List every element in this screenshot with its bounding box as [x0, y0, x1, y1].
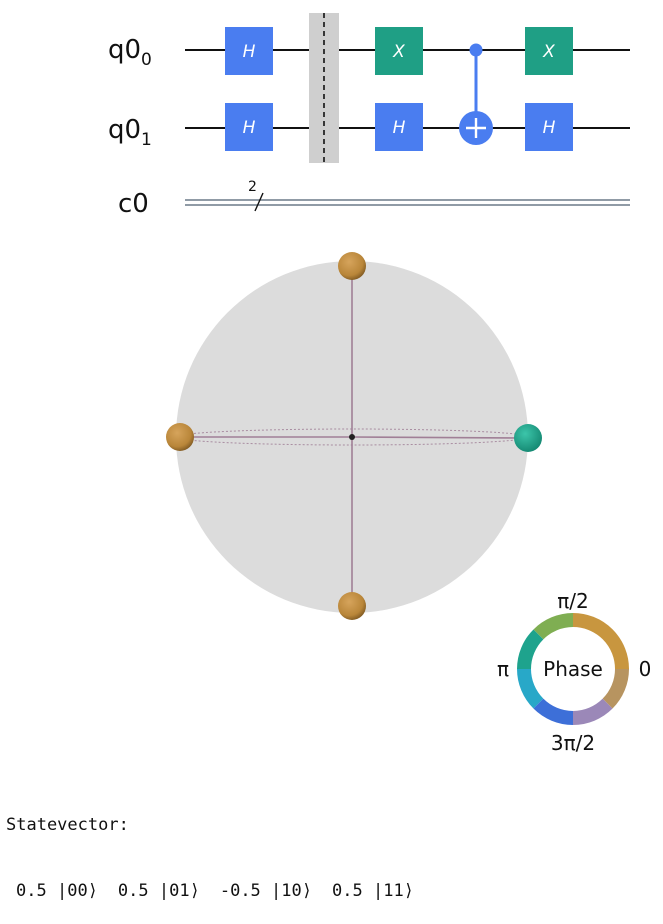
svg-text:H: H: [243, 42, 256, 62]
phase-label-left: π: [497, 657, 509, 681]
quantum-circuit: q00 q01 c0 2 H X X: [108, 13, 630, 219]
svg-text:X: X: [542, 42, 555, 62]
sphere-origin: [349, 434, 355, 440]
statevector-title: Statevector:: [6, 815, 129, 835]
phase-label-right: 0: [639, 657, 652, 681]
statevector-entries: 0.5 |00⟩ 0.5 |01⟩ -0.5 |10⟩ 0.5 |11⟩: [6, 880, 424, 902]
qsphere: [166, 252, 542, 620]
h-gate-q1-first: H: [225, 103, 273, 151]
cnot-control-dot: [469, 43, 483, 57]
svg-text:X: X: [392, 42, 405, 62]
state-point-right: [514, 424, 542, 452]
barrier: [309, 13, 339, 163]
h-gate-q1-second: H: [375, 103, 423, 151]
classical-width-label: 2: [248, 179, 257, 195]
classical-wire: 2: [185, 179, 630, 212]
phase-label-top: π/2: [557, 589, 589, 613]
axis-to-right-state: [351, 436, 527, 439]
h-gate-q0: H: [225, 27, 273, 75]
svg-text:H: H: [393, 118, 406, 138]
statevector-output: Statevector: 0.5 |00⟩ 0.5 |01⟩ -0.5 |10⟩…: [6, 770, 424, 924]
state-point-top: [338, 252, 366, 280]
phase-center-label: Phase: [543, 657, 603, 681]
state-point-left: [166, 423, 194, 451]
statevector-entry: 0.5 |00⟩: [16, 881, 98, 901]
svg-text:H: H: [543, 118, 556, 138]
svg-text:H: H: [243, 118, 256, 138]
x-gate-q0-second: X: [525, 27, 573, 75]
statevector-entry: 0.5 |11⟩: [332, 881, 414, 901]
statevector-entry: -0.5 |10⟩: [219, 881, 312, 901]
statevector-entry: 0.5 |01⟩: [117, 881, 200, 901]
phase-label-bottom: 3π/2: [551, 731, 595, 755]
classical-register-label: c0: [118, 189, 149, 219]
qubit-label-q0-1: q01: [108, 115, 152, 150]
cnot-target-icon: [459, 111, 493, 145]
phase-wheel: Phase: [517, 613, 629, 725]
state-point-bottom: [338, 592, 366, 620]
h-gate-q1-third: H: [525, 103, 573, 151]
qubit-label-q0-0: q00: [108, 35, 152, 70]
x-gate-q0-first: X: [375, 27, 423, 75]
cnot-gate: [459, 43, 493, 145]
phase-legend: Phase π/2 π 0 3π/2: [497, 589, 651, 755]
